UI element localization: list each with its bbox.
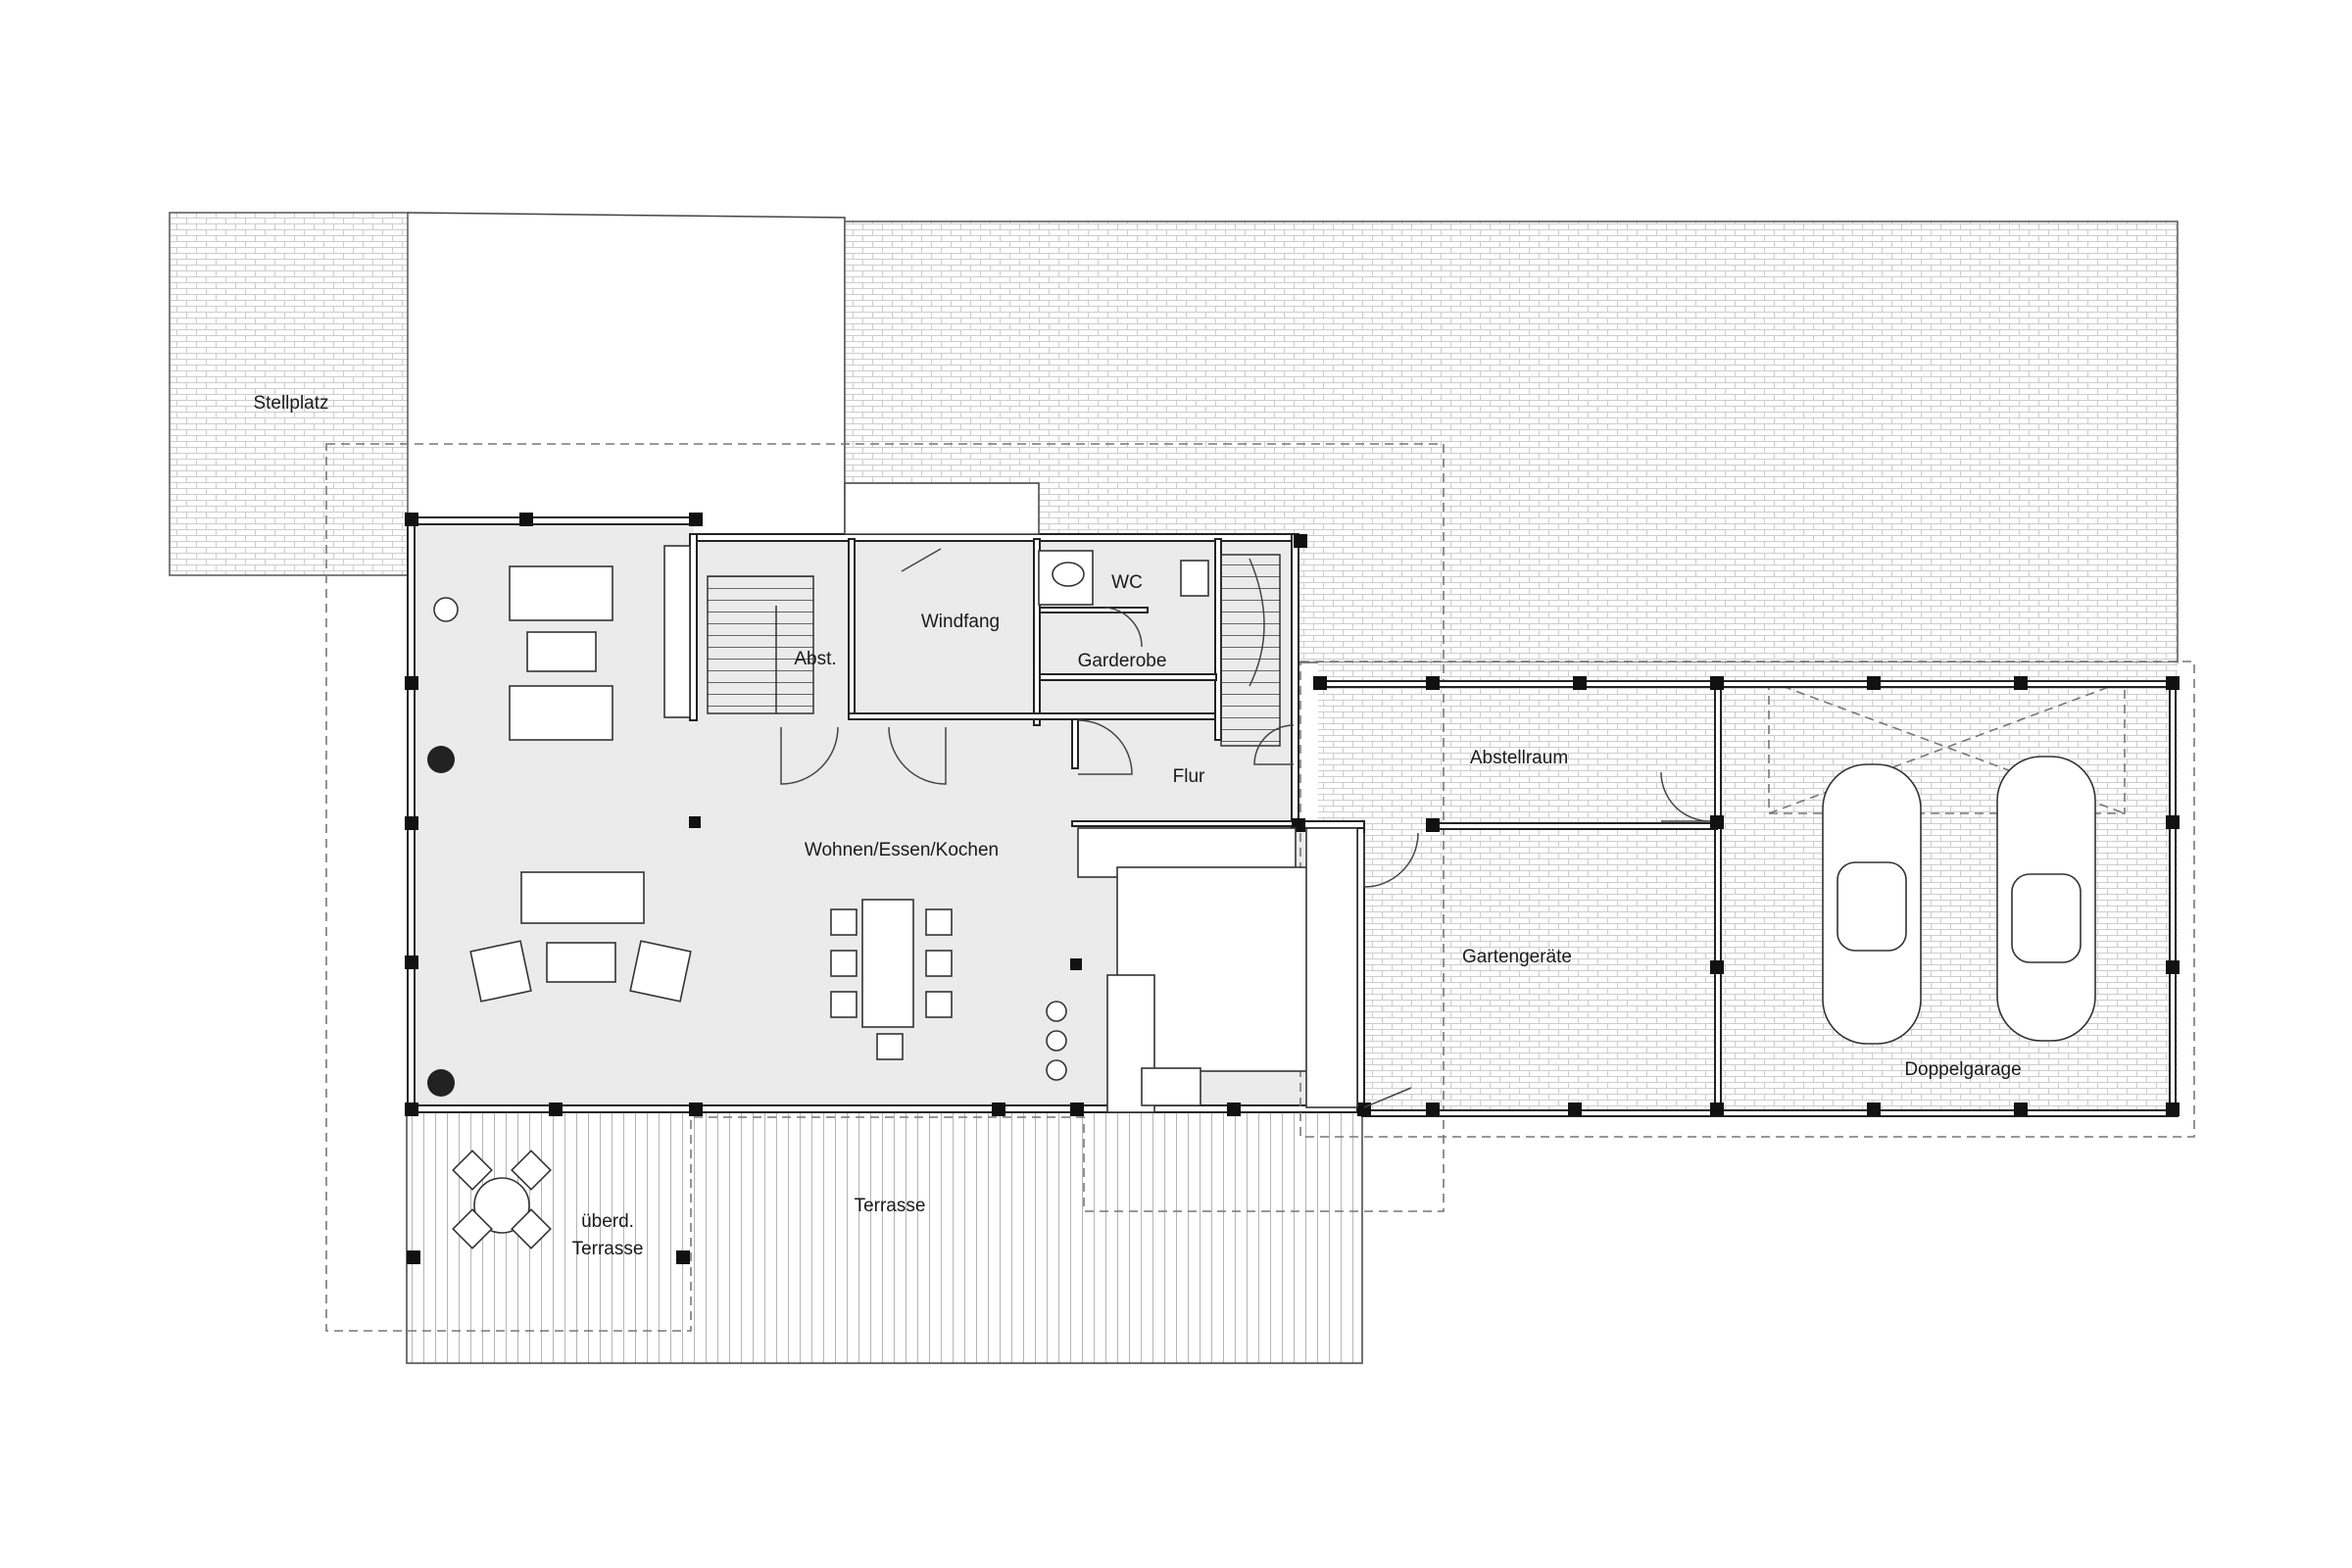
room-label-ueberd-terrasse-1: überd.	[581, 1211, 634, 1232]
posts	[405, 513, 2180, 1264]
staircase-upper	[1220, 554, 1281, 747]
car-icon	[1822, 756, 2096, 1045]
room-label-abst: Abst.	[794, 649, 836, 669]
wc-fixtures	[1038, 550, 1209, 606]
room-label-terrasse: Terrasse	[855, 1196, 926, 1216]
plant-icon	[427, 746, 455, 773]
staircase	[707, 575, 814, 714]
living-furniture	[427, 545, 953, 1097]
room-label-ueberd-terrasse-2: Terrasse	[572, 1239, 644, 1259]
room-label-windfang: Windfang	[921, 612, 1000, 632]
terrace-decking	[406, 1111, 1363, 1364]
room-label-wohnen: Wohnen/Essen/Kochen	[805, 840, 999, 860]
room-label-garderobe: Garderobe	[1078, 651, 1167, 671]
plot-boundary	[407, 212, 846, 495]
terrace-table	[452, 1150, 552, 1250]
kitchen	[1046, 827, 1358, 1113]
plant-icon	[427, 1069, 455, 1097]
room-label-flur: Flur	[1173, 766, 1205, 787]
room-label-stellplatz: Stellplatz	[253, 393, 328, 414]
room-label-abstellraum: Abstellraum	[1470, 748, 1568, 768]
room-label-wc: WC	[1111, 572, 1143, 593]
roof-outline-main	[325, 443, 1445, 1332]
room-label-gartengeraete: Gartengeräte	[1462, 947, 1572, 967]
parking-paving	[169, 212, 409, 576]
stair-winder	[1249, 558, 1265, 687]
room-label-doppelgarage: Doppelgarage	[1904, 1059, 2021, 1080]
door-swings	[780, 548, 1711, 1108]
entrance-step	[844, 482, 1040, 535]
